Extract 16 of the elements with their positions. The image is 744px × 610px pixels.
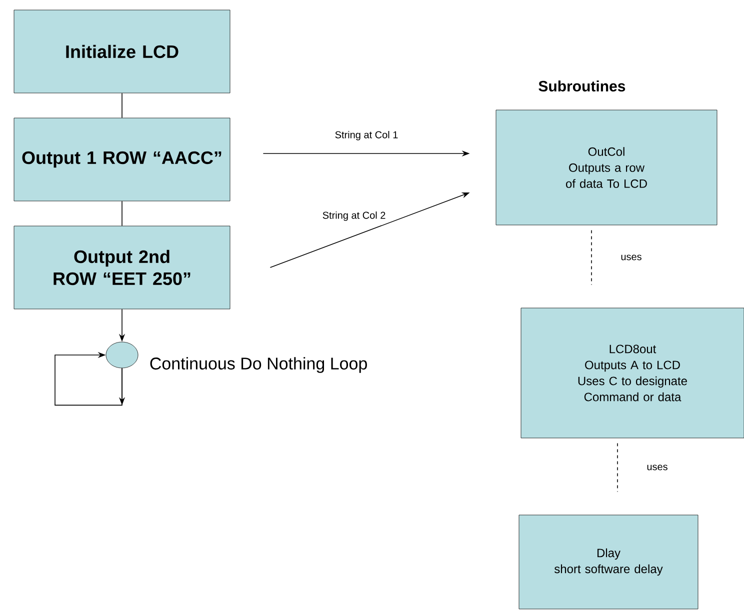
process-box: Dlay short software delay (518, 514, 698, 610)
process-box: Initialize LCD (14, 10, 230, 94)
section-heading: Subroutines (538, 80, 626, 92)
connector (591, 230, 592, 286)
process-box: LCD8out Outputs A to LCD Uses C to designate Command or data (520, 308, 744, 438)
process-box: Output 1 ROW “AACC” (14, 118, 230, 202)
process-box: Output 2nd ROW “EET 250” (14, 226, 230, 310)
connector (617, 442, 618, 492)
node-caption: Continuous Do Nothing Loop (150, 357, 367, 373)
edge-label: String at Col 1 (335, 130, 398, 140)
edge-label: uses (647, 464, 668, 470)
process-box: OutCol Outputs a row of data To LCD (496, 110, 718, 226)
edge-label: uses (621, 254, 642, 260)
edge-label: String at Col 2 (322, 211, 386, 221)
loop-ellipse (106, 342, 138, 368)
connector (54, 352, 126, 406)
